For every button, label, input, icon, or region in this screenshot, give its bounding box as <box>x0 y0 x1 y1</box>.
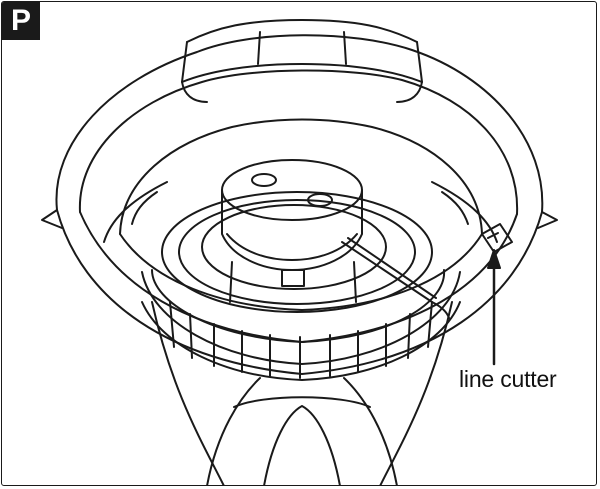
callout-label-line-cutter: line cutter <box>456 366 560 393</box>
side-brackets <box>41 181 558 243</box>
cutting-line <box>341 237 450 319</box>
guard-top-hump <box>181 19 423 103</box>
line-cutter-part <box>481 223 513 253</box>
spool-housing <box>151 191 446 343</box>
spool-cap <box>221 159 363 303</box>
step-badge: P <box>2 2 40 40</box>
lower-housing <box>151 301 453 485</box>
callout-arrow <box>487 249 501 366</box>
ribbed-ring <box>141 271 461 381</box>
guard-outer <box>55 34 544 375</box>
